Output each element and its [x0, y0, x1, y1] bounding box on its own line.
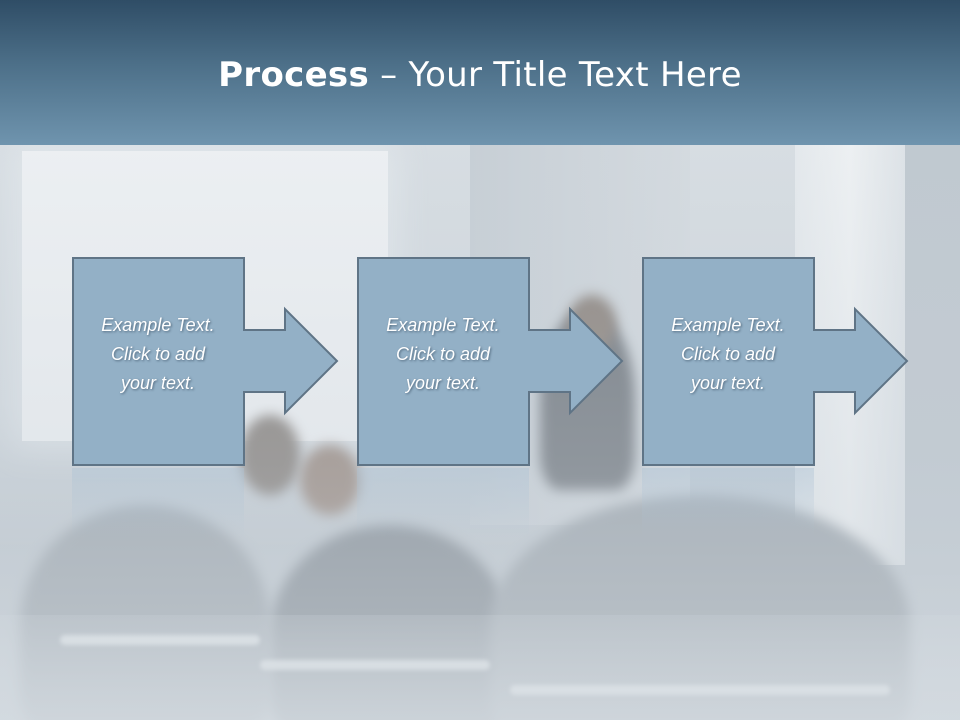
step-text[interactable]: Example Text. Click to add your text. [671, 315, 785, 393]
step-text[interactable]: Example Text. Click to add your text. [101, 315, 215, 393]
step-reflection [357, 468, 529, 538]
title-bar: Process – Your Title Text Here [0, 0, 960, 145]
process-step-3[interactable]: Example Text. Click to add your text. [642, 257, 960, 467]
title-bold: Process [218, 55, 370, 95]
step-reflection [72, 468, 244, 538]
background-photo [0, 145, 960, 720]
step-arrow-shape [642, 257, 909, 466]
slide-title[interactable]: Process – Your Title Text Here [0, 52, 960, 98]
step-reflection [642, 468, 814, 538]
process-step-1[interactable]: Example Text. Click to add your text. [72, 257, 412, 467]
step-text[interactable]: Example Text. Click to add your text. [386, 315, 500, 393]
process-step-2[interactable]: Example Text. Click to add your text. [357, 257, 697, 467]
step-arrow-shape [357, 257, 624, 466]
title-rest: – Your Title Text Here [369, 55, 742, 95]
step-arrow-shape [72, 257, 339, 466]
